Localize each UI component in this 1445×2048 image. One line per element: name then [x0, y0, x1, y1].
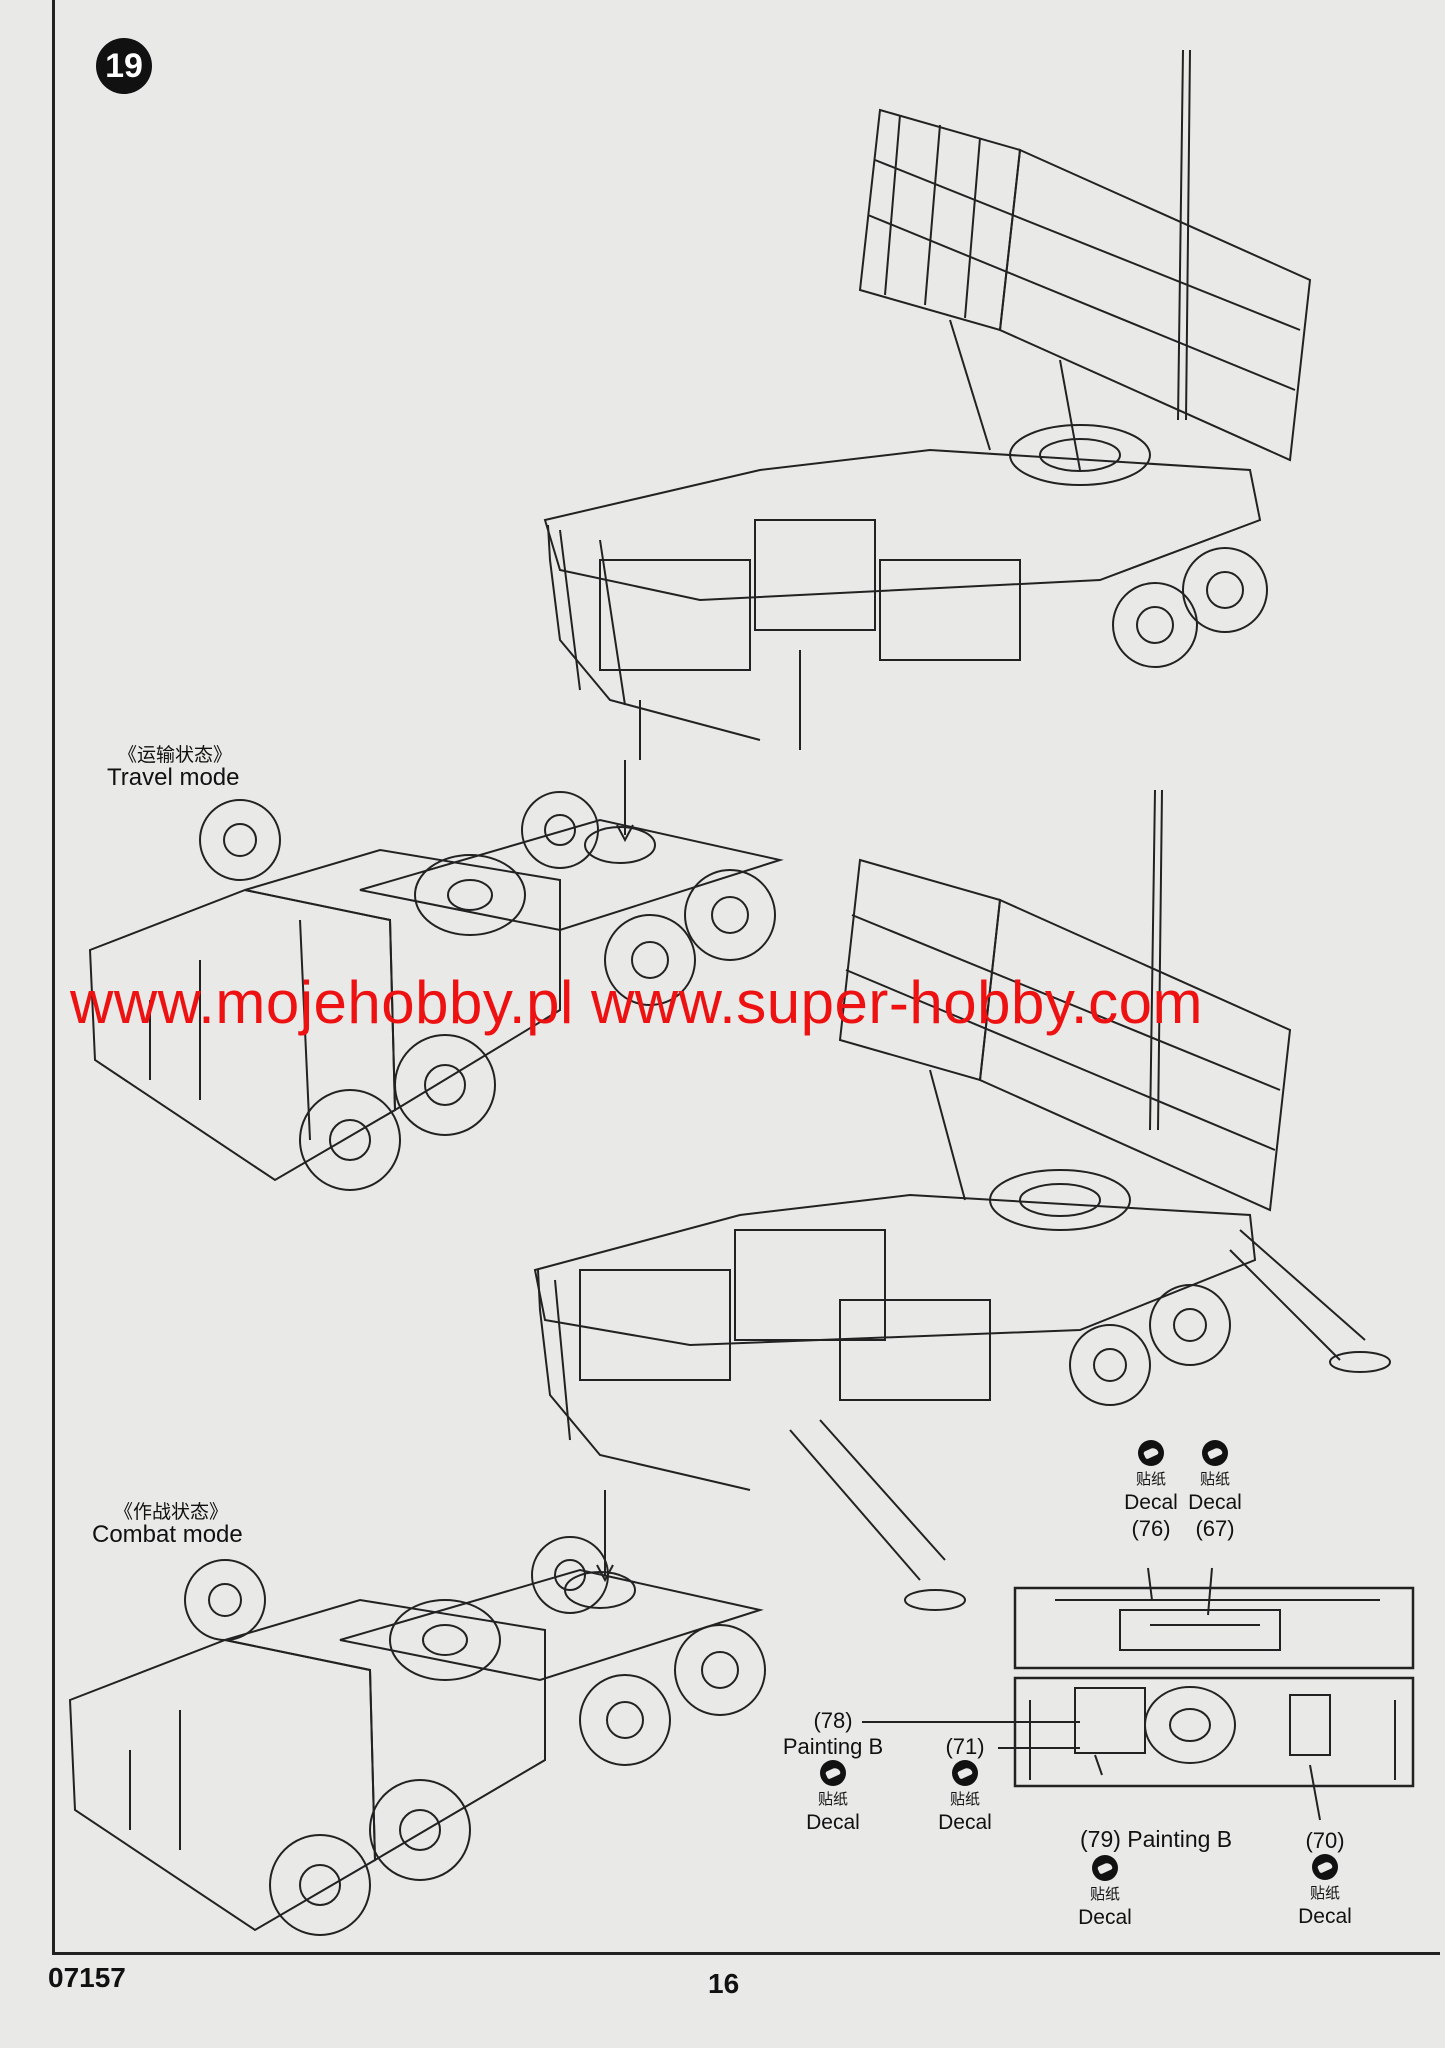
decal-label-cn: 贴纸	[1199, 1470, 1230, 1488]
part-reference: (70)	[1305, 1828, 1345, 1853]
decal-icon	[1202, 1440, 1228, 1466]
travel-mode-label: Travel mode	[107, 764, 240, 791]
decal-callout-67: 贴纸 Decal (67)	[1182, 1440, 1248, 1542]
decal-callout-76: 贴纸 Decal (76)	[1118, 1440, 1184, 1542]
decal-label-cn: 贴纸	[817, 1790, 848, 1808]
part-reference-79: (79) Painting B	[1080, 1826, 1232, 1853]
watermark: www.mojehobby.pl www.super-hobby.com	[70, 969, 1203, 1036]
page-frame	[52, 0, 1440, 1955]
decal-label-cn: 贴纸	[1135, 1470, 1166, 1488]
decal-label: Decal	[1298, 1905, 1352, 1928]
decal-label: Decal	[938, 1811, 992, 1834]
decal-label-cn: 贴纸	[1089, 1885, 1120, 1903]
part-reference: (78)	[813, 1708, 853, 1733]
decal-label: Decal	[806, 1811, 860, 1834]
page-number: 16	[708, 1968, 740, 1999]
painting-note: Painting B	[1127, 1826, 1233, 1852]
tractor-travel	[88, 791, 784, 1191]
decal-icon	[1312, 1854, 1338, 1880]
decal-detail-inset	[862, 1567, 1415, 1821]
decal-label: Decal	[1188, 1491, 1242, 1514]
decal-label: Decal	[1078, 1906, 1132, 1929]
decal-label-cn: 贴纸	[949, 1790, 980, 1808]
decal-label: Decal	[1124, 1491, 1178, 1514]
combat-mode-label-cn: 《作战状态》	[114, 1501, 229, 1523]
launcher-trailer-combat	[533, 789, 1391, 1611]
decal-icon	[820, 1760, 846, 1786]
decal-icon	[1138, 1440, 1164, 1466]
decal-label-cn: 贴纸	[1309, 1884, 1340, 1902]
kit-number: 07157	[48, 1962, 126, 1993]
tractor-combat	[68, 1536, 766, 1936]
launcher-trailer-travel	[543, 49, 1312, 760]
decal-callout-71: (71) 贴纸 Decal	[930, 1734, 1000, 1836]
part-reference: (79)	[1080, 1826, 1121, 1852]
part-reference: (67)	[1195, 1516, 1235, 1541]
travel-mode-label-cn: 《运输状态》	[118, 744, 233, 766]
step-number-badge: 19	[96, 38, 152, 94]
painting-note: Painting B	[782, 1734, 884, 1759]
part-reference: (71)	[945, 1734, 985, 1759]
decal-icon	[1092, 1855, 1118, 1881]
decal-callout-78: (78) Painting B 贴纸 Decal	[768, 1708, 898, 1836]
decal-callout-79: 贴纸 Decal	[1070, 1855, 1140, 1931]
decal-icon	[952, 1760, 978, 1786]
combat-mode-label: Combat mode	[92, 1521, 243, 1548]
part-reference: (76)	[1131, 1516, 1171, 1541]
decal-callout-70: (70) 贴纸 Decal	[1290, 1828, 1360, 1930]
